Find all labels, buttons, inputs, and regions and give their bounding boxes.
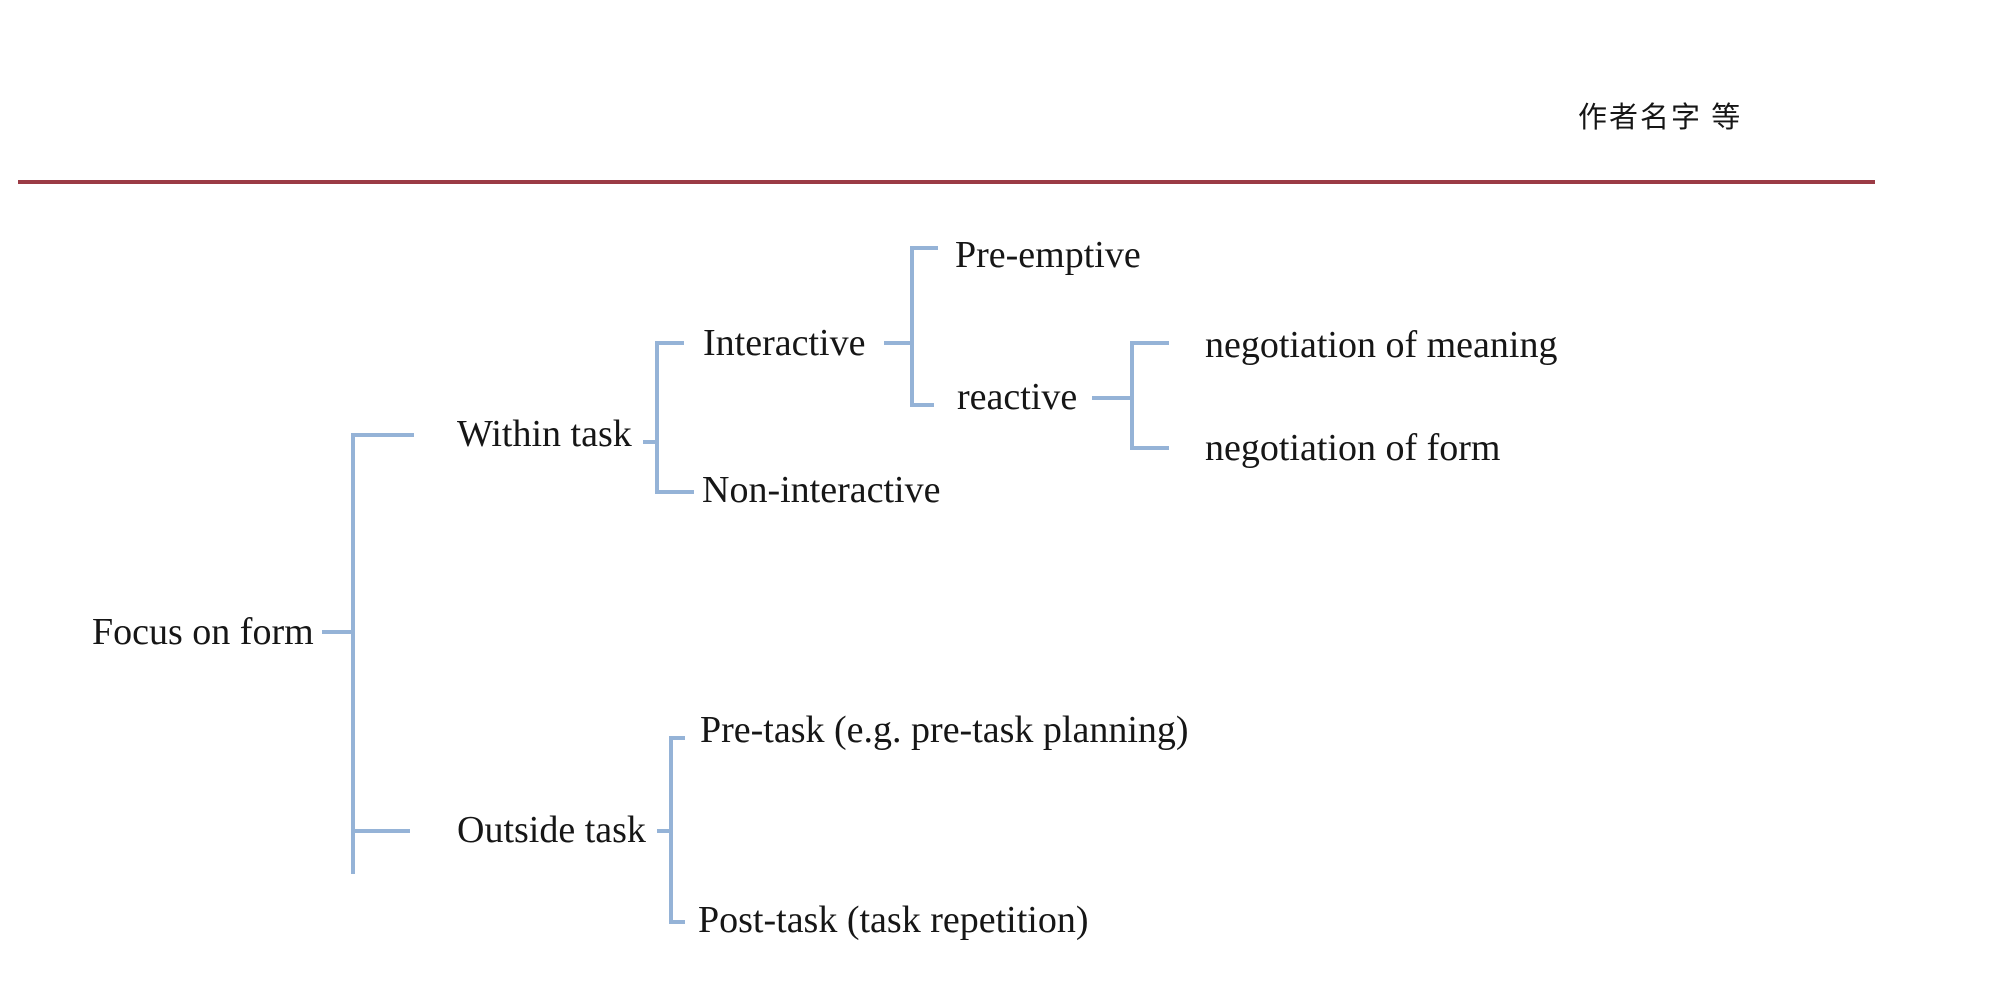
connector-reactive-tick [1092,396,1132,400]
node-pre-task: Pre-task (e.g. pre-task planning) [700,709,1189,751]
connector-within-task-tick [643,440,657,444]
page-header-author: 作者名字 等 [1578,102,1743,134]
connector-branch-pre-emptive [912,246,938,250]
header-rule [18,180,1875,184]
connector-branch-reactive [912,403,934,407]
connector-branch-within-task [353,433,414,437]
connector-within-task-vertical [655,341,659,494]
node-non-interactive: Non-interactive [702,469,941,511]
connector-branch-negotiation-of-form [1132,446,1169,450]
node-focus-on-form: Focus on form [92,611,314,653]
connector-branch-pre-task [671,736,685,740]
connector-interactive-vertical [910,246,914,407]
connector-focus-vertical [351,433,355,874]
connector-outside-task-tick [657,829,671,833]
node-pre-emptive: Pre-emptive [955,234,1141,276]
node-negotiation-of-form: negotiation of form [1205,427,1501,469]
connector-outside-task-vertical [669,736,673,924]
node-reactive: reactive [957,376,1078,418]
node-outside-task: Outside task [457,809,646,851]
connector-interactive-tick [884,341,912,345]
connector-reactive-vertical [1130,341,1134,450]
node-within-task: Within task [457,413,632,455]
node-post-task: Post-task (task repetition) [698,899,1089,941]
connector-branch-negotiation-of-meaning [1132,341,1169,345]
connector-focus-tick [322,630,353,634]
connector-branch-non-interactive [657,490,694,494]
node-interactive: Interactive [703,322,866,364]
connector-branch-outside-task [353,829,410,833]
connector-branch-post-task [671,920,685,924]
connector-branch-interactive [657,341,684,345]
node-negotiation-of-meaning: negotiation of meaning [1205,324,1558,366]
